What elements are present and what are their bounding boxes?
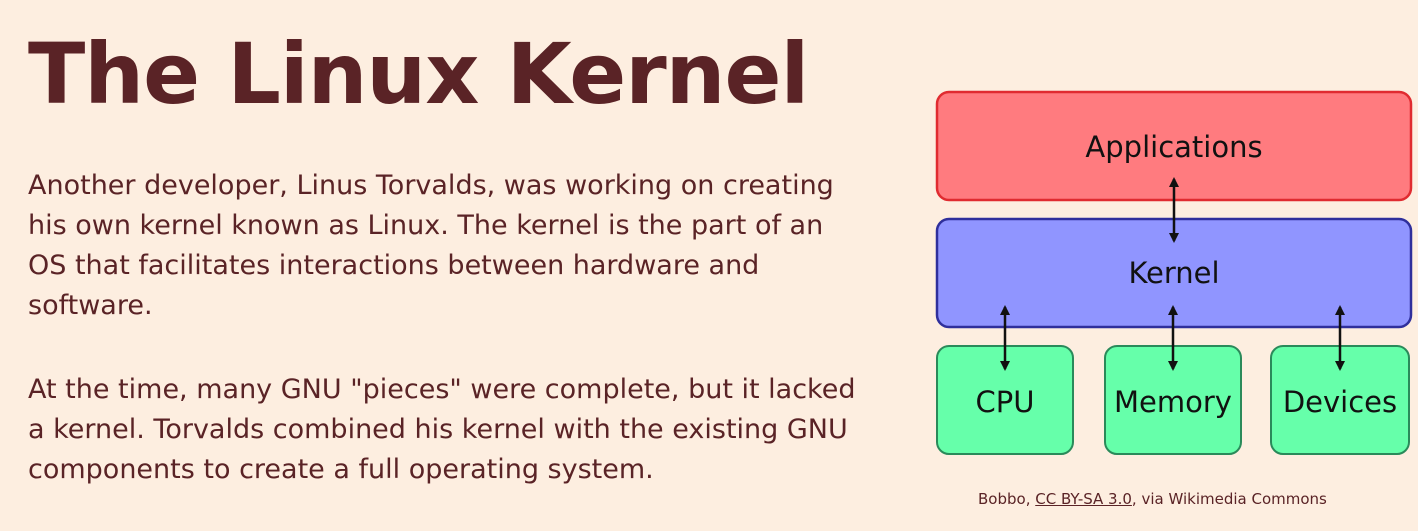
cpu-label: CPU [976,385,1035,419]
applications-label: Applications [1085,130,1262,164]
credit-source: , via Wikimedia Commons [1131,490,1327,508]
credit-license-link[interactable]: CC BY-SA 3.0 [1035,490,1132,508]
paragraph-kernel-intro: Another developer, Linus Torvalds, was w… [28,170,834,321]
credit-author: Bobbo, [978,490,1031,508]
paragraph-gnu-combination: At the time, many GNU "pieces" were comp… [28,374,856,485]
slide-title: The Linux Kernel [28,25,809,123]
kernel-architecture-diagram: Applications Kernel CPU Memory Devices [930,85,1418,465]
diagram-svg: Applications Kernel CPU Memory Devices [935,90,1413,455]
devices-label: Devices [1283,385,1397,419]
kernel-label: Kernel [1128,256,1219,290]
memory-label: Memory [1114,385,1232,419]
image-credit: Bobbo, CC BY-SA 3.0, via Wikimedia Commo… [978,490,1327,508]
